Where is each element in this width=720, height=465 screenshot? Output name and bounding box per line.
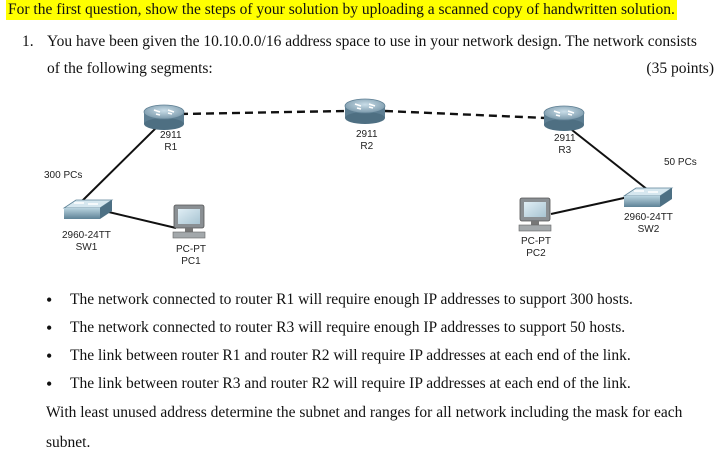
router-r1-name: R1	[164, 142, 178, 153]
pc2-icon	[518, 197, 552, 232]
requirements-list: The network connected to router R1 will …	[46, 286, 633, 398]
router-r1-model: 2911	[160, 130, 182, 141]
question-text-1: You have been given the 10.10.0.0/16 add…	[47, 33, 697, 50]
switch-sw2-label: 2960-24TT SW2	[624, 212, 673, 236]
list-item: The network connected to router R1 will …	[46, 286, 633, 314]
router-r3-label: 2911 R3	[554, 133, 576, 157]
note-300-pcs: 300 PCs	[44, 170, 83, 181]
question-number: 1.	[22, 33, 34, 50]
router-r1-label: 2911 R1	[160, 130, 182, 154]
switch-sw1-label: 2960-24TT SW1	[62, 230, 111, 254]
router-r1-icon	[143, 104, 185, 130]
list-item: The network connected to router R3 will …	[46, 314, 633, 342]
link-sw2-pc2	[550, 195, 634, 215]
router-r2-model: 2911	[356, 129, 378, 140]
pc2-model: PC-PT	[521, 236, 551, 247]
router-r2-icon	[344, 98, 386, 124]
question-points: (35 points)	[646, 60, 714, 77]
conclusion-text: With least unused address determine the …	[46, 404, 683, 451]
question-line-2: of the following segments:	[47, 60, 213, 77]
pc1-model: PC-PT	[176, 244, 206, 255]
switch-sw1-name: SW1	[75, 242, 98, 253]
link-r3-sw2	[571, 129, 649, 191]
note-50-pcs: 50 PCs	[664, 157, 697, 168]
instruction-banner: For the first question, show the steps o…	[6, 0, 677, 20]
switch-sw2-model: 2960-24TT	[624, 212, 673, 223]
pc1-name: PC1	[181, 256, 201, 267]
question-line-1: 1. You have been given the 10.10.0.0/16 a…	[22, 33, 697, 51]
router-r2-name: R2	[360, 141, 374, 152]
pc2-label: PC-PT PC2	[521, 236, 551, 260]
pc2-name: PC2	[526, 248, 546, 259]
list-item: The link between router R3 and router R2…	[46, 370, 633, 398]
link-r1-sw1	[77, 125, 159, 206]
switch-sw2-icon	[622, 187, 674, 207]
link-r1-r2	[179, 109, 346, 116]
link-r2-r3	[384, 109, 547, 120]
router-r2-label: 2911 R2	[356, 129, 378, 153]
router-r3-icon	[543, 105, 585, 131]
switch-sw2-name: SW2	[637, 224, 660, 235]
router-r3-model: 2911	[554, 133, 576, 144]
pc1-icon	[172, 204, 206, 239]
router-r3-name: R3	[558, 145, 572, 156]
switch-sw1-model: 2960-24TT	[62, 230, 111, 241]
switch-sw1-icon	[62, 199, 114, 219]
pc1-label: PC-PT PC1	[176, 244, 206, 268]
list-item: The link between router R1 and router R2…	[46, 342, 633, 370]
